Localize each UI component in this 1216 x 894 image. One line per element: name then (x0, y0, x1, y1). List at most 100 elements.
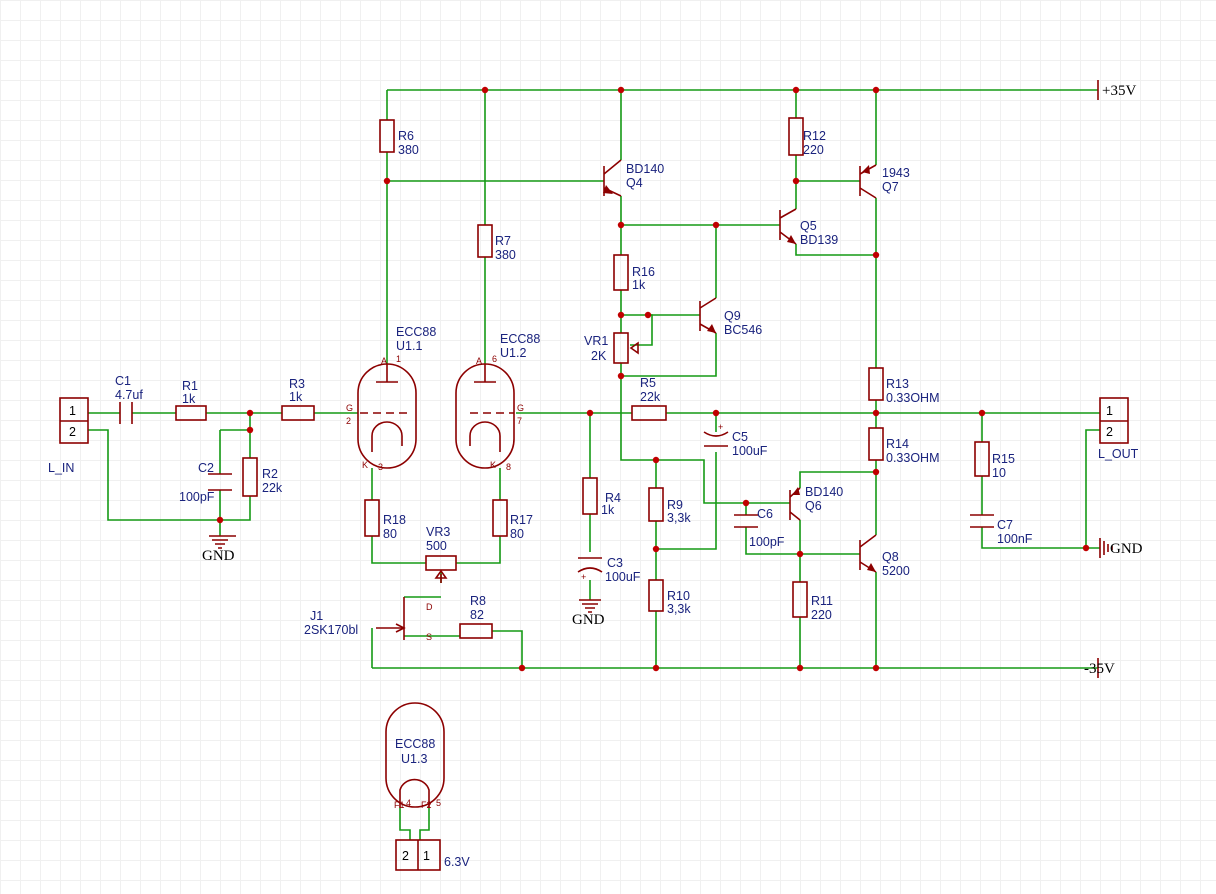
capacitor-c1[interactable]: C1 4.7uf (115, 374, 143, 424)
transistor-q7[interactable]: 1943 Q7 (859, 164, 910, 199)
ref-label: VR3 (426, 525, 450, 539)
transistor-q5[interactable]: Q5 BD139 (779, 208, 838, 247)
transistor-q8[interactable]: Q8 5200 (859, 534, 910, 578)
rail-neg: -35V (1084, 658, 1115, 678)
value-label: 100uF (605, 570, 641, 584)
pin-number: 1 (423, 849, 430, 863)
junction (617, 372, 625, 380)
junction (617, 86, 625, 94)
value-label: 220 (803, 143, 824, 157)
tube-u1-3-heater[interactable]: ECC88 U1.3 F1 4 F2 5 (385, 702, 445, 810)
resistor-r11[interactable]: R11 220 (792, 581, 833, 622)
potentiometer-vr1[interactable]: VR1 2K (584, 332, 639, 364)
value-label: BC546 (724, 323, 762, 337)
pin-label: F1 (394, 800, 405, 810)
gnd-label: GND (572, 612, 605, 628)
connector-label: 6.3V (444, 855, 470, 869)
ref-label: R15 (992, 452, 1015, 466)
tube-type-label: ECC88 (500, 332, 540, 346)
ref-label: R4 (605, 491, 621, 505)
value-label: 220 (811, 608, 832, 622)
pin-number: 2 (1106, 425, 1113, 439)
ref-label: R9 (667, 498, 683, 512)
resistor-r13[interactable]: R13 0.33OHM (868, 367, 940, 405)
junction (712, 221, 720, 229)
junction (586, 409, 594, 417)
ref-label: Q6 (805, 499, 822, 513)
value-label: 1k (601, 503, 615, 517)
resistor-r6[interactable]: R6 380 (379, 119, 419, 157)
connector-label: L_IN (48, 461, 74, 475)
potentiometer-vr3[interactable]: VR3 500 (425, 525, 457, 583)
connector-l-out[interactable]: 1 2 L_OUT (1098, 397, 1139, 461)
resistor-r2[interactable]: R2 22k (242, 457, 283, 497)
resistor-r5[interactable]: R5 22k (631, 376, 667, 421)
polarity-mark: + (581, 572, 586, 582)
junctions (216, 86, 1090, 672)
ref-label: C3 (607, 556, 623, 570)
resistor-r9[interactable]: R9 3,3k (648, 487, 691, 525)
transistor-q6[interactable]: BD140 Q6 (789, 485, 843, 521)
ground-symbol-input: GND (202, 535, 236, 564)
resistor-r14[interactable]: R14 0.33OHM (868, 427, 940, 465)
junction (518, 664, 526, 672)
junction (872, 468, 880, 476)
pin-number: 3 (378, 462, 383, 472)
resistor-r10[interactable]: R10 3,3k (648, 579, 691, 616)
pin-number: 5 (436, 798, 441, 808)
value-label: 2SK170bl (304, 623, 358, 637)
resistor-r18[interactable]: R18 80 (364, 499, 406, 541)
ref-label: C6 (757, 507, 773, 521)
capacitor-c6[interactable]: C6 100pF (734, 507, 785, 549)
value-label: 1k (182, 392, 196, 406)
value-label: 380 (495, 248, 516, 262)
ref-label: R12 (803, 129, 826, 143)
resistor-r1[interactable]: R1 1k (175, 379, 207, 421)
ref-label: U1.3 (401, 752, 427, 766)
pin-label: K (490, 460, 496, 470)
resistor-r12[interactable]: R12 220 (788, 117, 826, 157)
value-label: 3,3k (667, 511, 691, 525)
pin-label: S (426, 632, 432, 642)
resistor-r17[interactable]: R17 80 (492, 499, 533, 541)
capacitor-c7[interactable]: C7 100nF (970, 514, 1033, 546)
ref-label: R2 (262, 467, 278, 481)
junction (1082, 544, 1090, 552)
junction (796, 550, 804, 558)
pin-number: 7 (517, 416, 522, 426)
resistor-r8[interactable]: R8 82 (459, 594, 493, 639)
connector-l-in[interactable]: 1 2 L_IN (48, 397, 89, 475)
value-label: 100pF (179, 490, 215, 504)
connector-heater[interactable]: 2 1 6.3V (395, 839, 470, 871)
ref-label: C7 (997, 518, 1013, 532)
wires (88, 89, 1100, 840)
value-label: 2K (591, 349, 607, 363)
capacitor-c2[interactable]: C2 100pF (179, 461, 232, 504)
value-label: BD140 (626, 162, 664, 176)
transistor-q9[interactable]: Q9 BC546 (699, 297, 762, 337)
capacitor-c3[interactable]: + C3 100uF (577, 556, 641, 584)
value-label: 1k (632, 278, 646, 292)
junction (872, 251, 880, 259)
tube-u1-1[interactable]: A 1 G 2 K 3 ECC88 U1.1 (346, 325, 436, 472)
value-label: 4.7uf (115, 388, 143, 402)
resistor-r15[interactable]: R15 10 (974, 441, 1015, 480)
junction (792, 86, 800, 94)
ref-label: R16 (632, 265, 655, 279)
resistor-r7[interactable]: R7 380 (477, 224, 516, 262)
value-label: 100uF (732, 444, 768, 458)
capacitor-c5[interactable]: + C5 100uF (703, 422, 768, 458)
transistor-q4[interactable]: BD140 Q4 (603, 159, 664, 197)
resistor-r3[interactable]: R3 1k (281, 377, 315, 421)
jfet-j1[interactable]: D S J1 2SK170bl (304, 597, 433, 642)
value-label: 5200 (882, 564, 910, 578)
connector-label: L_OUT (1098, 447, 1139, 461)
resistor-r16[interactable]: R16 1k (613, 254, 655, 292)
tube-u1-2[interactable]: A 6 G 7 K 8 ECC88 U1.2 (455, 332, 540, 472)
value-label: 100nF (997, 532, 1033, 546)
ref-label: R1 (182, 379, 198, 393)
junction (742, 499, 750, 507)
resistor-r4[interactable]: R4 1k (582, 477, 621, 517)
pin-label: K (362, 460, 368, 470)
